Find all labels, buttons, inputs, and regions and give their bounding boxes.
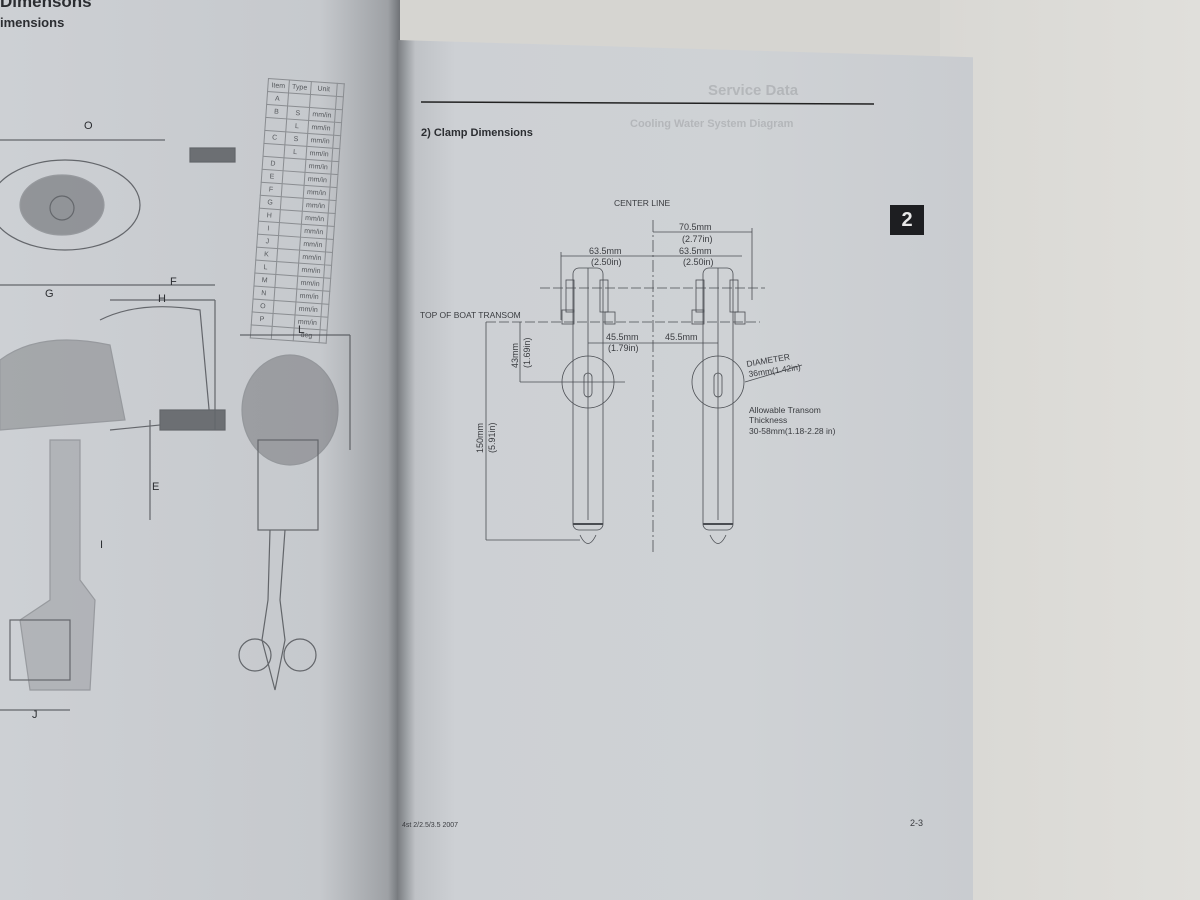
- dim-63-5-left: 63.5mm: [589, 246, 622, 256]
- motor-side-view: [0, 339, 126, 431]
- view-label-o: O: [84, 120, 93, 132]
- view-label-g: G: [45, 288, 54, 300]
- header-rule: [420, 101, 875, 105]
- view-label-e: E: [152, 481, 159, 493]
- motor-front-view: [241, 354, 339, 466]
- view-label-l: L: [298, 324, 304, 336]
- right-clamp: [691, 267, 746, 544]
- dim-150: 150mm: [475, 423, 485, 453]
- view-label-i: I: [100, 539, 103, 551]
- dim-70-5: 70.5mm: [679, 222, 712, 232]
- bleed-through-subheading: Cooling Water System Diagram: [630, 118, 794, 130]
- transom-thickness-line2: Thickness: [749, 415, 787, 425]
- top-of-transom-label: TOP OF BOAT TRANSOM: [420, 310, 521, 320]
- dim-43-in: (1.69in): [522, 337, 532, 368]
- transom-thickness-line1: Allowable Transom: [749, 405, 821, 415]
- footer-model: 4st 2/2.5/3.5 2007: [402, 822, 459, 829]
- dim-63-5-left-in: (2.50in): [591, 257, 622, 267]
- dim-45-5-left-in: (1.79in): [608, 343, 639, 353]
- chapter-tab: 2: [890, 205, 924, 235]
- dim-150-in: (5.91in): [487, 422, 497, 453]
- dim-70-5-in: (2.77in): [682, 234, 713, 244]
- dim-43: 43mm: [510, 343, 520, 368]
- center-line-label: CENTER LINE: [614, 198, 671, 208]
- section-title: 2) Clamp Dimensions: [421, 127, 533, 139]
- bleed-through-heading: Service Data: [708, 82, 799, 99]
- dim-63-5-right-in: (2.50in): [683, 257, 714, 267]
- dim-45-5-right: 45.5mm: [665, 332, 698, 342]
- dim-63-5-right: 63.5mm: [679, 246, 712, 256]
- left-page-title: Dimensons: [0, 0, 92, 11]
- transom-thickness-line3: 30-58mm(1.18-2.28 in): [749, 426, 836, 436]
- right-page: [398, 40, 973, 900]
- view-label-j: J: [32, 709, 38, 721]
- view-label-f: F: [170, 276, 177, 288]
- dim-45-5-left: 45.5mm: [606, 332, 639, 342]
- page-number: 2-3: [910, 818, 924, 828]
- left-clamp: [561, 267, 616, 544]
- table-surface: [940, 0, 1200, 900]
- view-label-h: H: [158, 293, 166, 305]
- motor-top-view: [0, 159, 141, 251]
- left-page-subtitle: imensions: [0, 15, 65, 30]
